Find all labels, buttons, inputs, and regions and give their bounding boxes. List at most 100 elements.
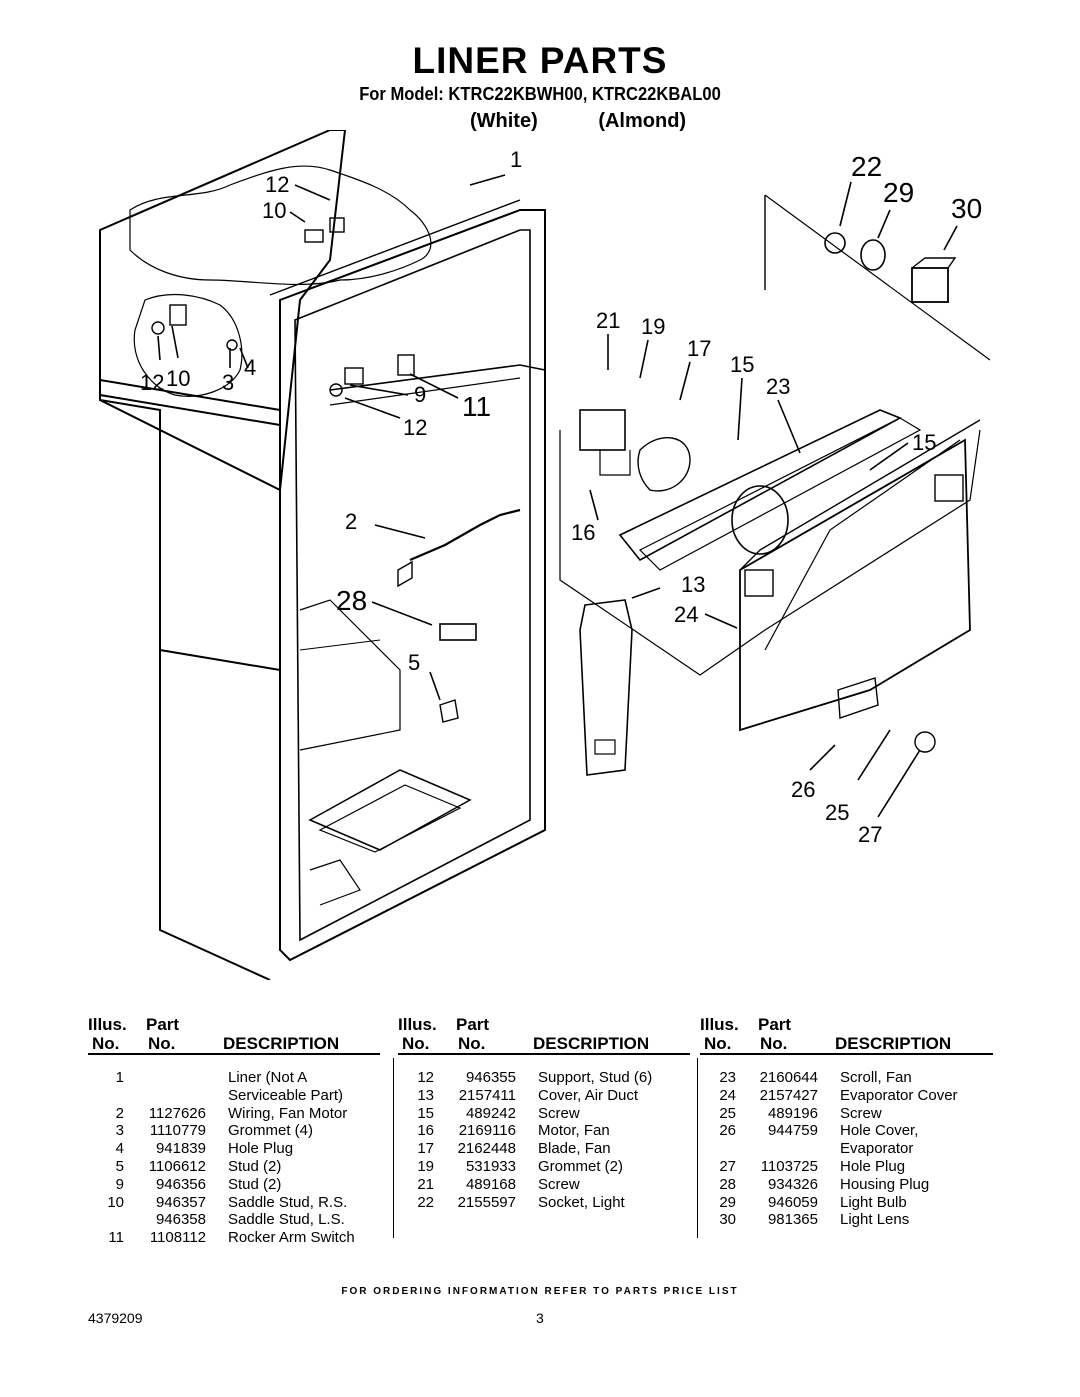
illus-number: 29 — [719, 1193, 736, 1211]
illus-number: 21 — [417, 1175, 434, 1193]
part-number: 489242 — [465, 1104, 516, 1122]
table-row: 15 489242 Screw — [398, 1105, 690, 1123]
part-description: Screw — [538, 1175, 580, 1193]
parts-table: Illus. Part No. No. DESCRIPTION 1 Liner (… — [88, 1015, 993, 1247]
callout-10-top: 10 — [262, 198, 286, 223]
part-number: 946059 — [767, 1193, 818, 1211]
header-no: No. — [704, 1034, 732, 1053]
illus-number: 15 — [417, 1104, 434, 1122]
part-number: 2157427 — [759, 1086, 818, 1104]
callout-12-left: 12 — [140, 370, 164, 395]
illus-number: 11 — [108, 1229, 124, 1247]
callout-29: 29 — [883, 177, 914, 208]
callout-13: 13 — [681, 572, 705, 597]
header-description: DESCRIPTION — [835, 1034, 952, 1053]
ordering-note: FOR ORDERING INFORMATION REFER TO PARTS … — [341, 1286, 739, 1297]
header-description: DESCRIPTION — [223, 1034, 340, 1053]
part-description: Rocker Arm Switch — [228, 1229, 355, 1247]
part-number: 1108112 — [149, 1229, 206, 1247]
part-description: Hole Plug — [228, 1140, 294, 1158]
part-number: 1103725 — [760, 1157, 818, 1175]
document-number: 4379209 — [88, 1310, 143, 1326]
part-description: Light Bulb — [840, 1193, 907, 1211]
callout-11: 11 — [462, 391, 491, 422]
part-description: Grommet (4) — [228, 1122, 314, 1140]
illus-number: 26 — [719, 1122, 736, 1140]
part-description: Evaporator Cover — [840, 1086, 958, 1104]
illus-number: 10 — [107, 1193, 124, 1211]
header-no: No. — [458, 1034, 486, 1053]
part-number: 946358 — [155, 1211, 206, 1229]
column-header: Illus. Part No. No. DESCRIPTION — [700, 1015, 993, 1055]
header-no: No. — [148, 1034, 176, 1053]
illus-number: 5 — [115, 1157, 124, 1175]
illus-number: 25 — [719, 1104, 736, 1122]
color-variants: (White) (Almond) — [470, 110, 686, 133]
part-description: Saddle Stud, L.S. — [228, 1211, 345, 1229]
callout-21: 21 — [596, 308, 620, 333]
callout-10-left: 10 — [166, 366, 190, 391]
page-number: 3 — [536, 1310, 544, 1326]
exploded-parts-diagram: 1 12 10 12 10 3 4 9 11 12 2 28 5 22 29 3… — [99, 130, 991, 980]
table-row: 11 1108112 Rocker Arm Switch — [88, 1229, 380, 1247]
evaporator-illustration — [559, 194, 991, 776]
illus-number: 30 — [719, 1211, 736, 1229]
header-illus: Illus. — [700, 1015, 739, 1034]
callout-19: 19 — [641, 314, 665, 339]
part-description: Stud (2) — [228, 1175, 282, 1193]
part-description: Saddle Stud, R.S. — [228, 1193, 348, 1211]
illus-number: 17 — [417, 1140, 434, 1158]
header-no: No. — [92, 1034, 120, 1053]
callout-5: 5 — [408, 650, 420, 675]
part-number: 489168 — [465, 1175, 516, 1193]
illus-number: 16 — [417, 1122, 434, 1140]
illus-number: 22 — [417, 1193, 434, 1211]
table-row: Evaporator — [700, 1140, 993, 1158]
illus-number: 1 — [115, 1069, 124, 1086]
part-number: 2157411 — [458, 1086, 516, 1104]
illus-number: 23 — [719, 1069, 736, 1086]
part-number: 1110779 — [149, 1122, 206, 1140]
illus-number: 27 — [719, 1157, 736, 1175]
part-description: Light Lens — [840, 1211, 910, 1229]
table-row: 5 1106612 Stud (2) — [88, 1158, 380, 1176]
illus-number: 2 — [115, 1104, 124, 1122]
parts-column-1: Illus. Part No. No. DESCRIPTION 1 Liner (… — [88, 1015, 380, 1247]
part-number: 1106612 — [148, 1157, 206, 1175]
callout-4: 4 — [244, 355, 256, 380]
column-header: Illus. Part No. No. DESCRIPTION — [88, 1015, 380, 1055]
callout-3: 3 — [222, 370, 234, 395]
part-description: Stud (2) — [228, 1157, 282, 1175]
illus-number: 13 — [417, 1086, 434, 1104]
part-number: 489196 — [767, 1104, 818, 1122]
table-row: 1 Liner (Not A — [88, 1069, 380, 1087]
part-description: Housing Plug — [840, 1175, 930, 1193]
part-description: Support, Stud (6) — [538, 1069, 653, 1086]
part-description: Scroll, Fan — [840, 1069, 912, 1086]
callout-1: 1 — [510, 147, 522, 172]
table-row: 2 1127626 Wiring, Fan Motor — [88, 1105, 380, 1123]
part-number: 944759 — [767, 1122, 818, 1140]
callout-12-mid: 12 — [403, 415, 427, 440]
part-description: Wiring, Fan Motor — [228, 1104, 348, 1122]
part-description: Liner (Not A — [228, 1069, 308, 1086]
part-description: Blade, Fan — [538, 1140, 611, 1158]
part-number: 1127626 — [148, 1104, 206, 1122]
callout-23: 23 — [766, 374, 790, 399]
part-description: Screw — [538, 1104, 580, 1122]
part-description: Motor, Fan — [538, 1122, 610, 1140]
callout-17: 17 — [687, 336, 711, 361]
part-description: Screw — [840, 1104, 882, 1122]
illus-number: 12 — [417, 1069, 434, 1086]
